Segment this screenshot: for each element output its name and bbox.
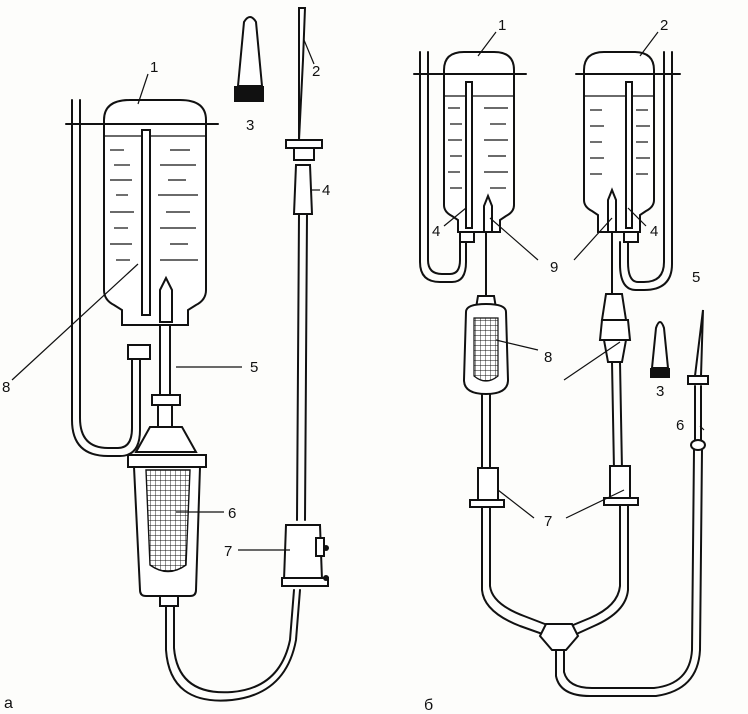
bottle-b1 <box>413 51 527 243</box>
panel-label-b: б <box>424 697 433 714</box>
panel-b: 1 2 3 4 4 5 6 7 8 9 б <box>413 17 709 714</box>
label-a2: 2 <box>312 63 320 80</box>
label-b6: 6 <box>676 417 684 434</box>
label-b5: 5 <box>692 269 700 286</box>
label-b4-right: 4 <box>650 223 658 240</box>
label-b3: 3 <box>656 383 664 400</box>
needle-cap-a <box>234 16 264 102</box>
label-a1: 1 <box>150 59 158 76</box>
needle-cap-b <box>650 321 670 378</box>
roller-clamp-a <box>281 524 329 587</box>
label-a3: 3 <box>246 117 254 134</box>
label-b2: 2 <box>660 17 668 34</box>
bottle-a1 <box>65 99 219 326</box>
panel-a: 1 2 3 4 5 6 7 8 а <box>2 7 330 712</box>
label-a8: 8 <box>2 379 10 396</box>
label-b1: 1 <box>498 17 506 34</box>
label-b7: 7 <box>544 513 552 530</box>
roller-clamp-b-left <box>469 467 505 508</box>
label-a7: 7 <box>224 543 232 560</box>
label-b8: 8 <box>544 349 552 366</box>
roller-clamp-b-right <box>603 465 639 506</box>
bottle-b2 <box>575 51 681 243</box>
label-a4: 4 <box>322 182 330 199</box>
label-b4-left: 4 <box>432 223 440 240</box>
label-a5: 5 <box>250 359 258 376</box>
drip-chamber-a <box>127 454 207 607</box>
panel-label-a: а <box>4 695 13 712</box>
label-a6: 6 <box>228 505 236 522</box>
label-b9: 9 <box>550 259 558 276</box>
